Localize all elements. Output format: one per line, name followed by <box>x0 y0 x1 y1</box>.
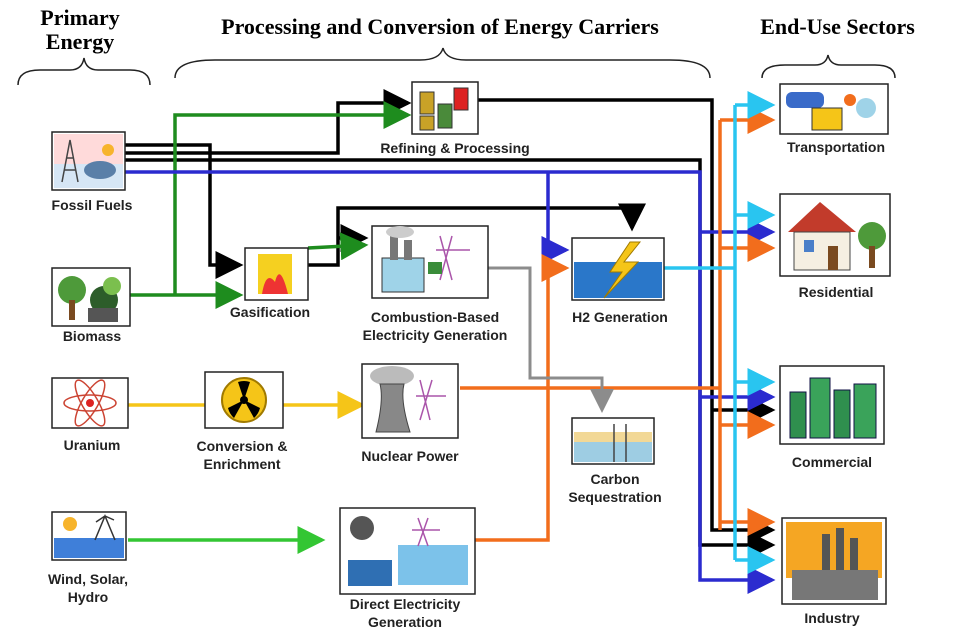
house-icon <box>779 193 891 277</box>
header-primary-energy: Primary Energy <box>40 5 120 54</box>
cooling-tower-icon <box>361 363 459 439</box>
node-commercial: Commercial <box>791 454 873 470</box>
node-conversion: Conversion & Enrichment <box>196 438 288 472</box>
node-gasification: Gasification <box>229 304 311 320</box>
gray-flows <box>488 266 614 413</box>
radiation-icon <box>204 371 284 429</box>
node-carbon-sequestration: Carbon Sequestration <box>568 471 662 505</box>
node-wind-solar-hydro: Wind, Solar, Hydro <box>48 571 128 605</box>
power-plant-icon <box>371 225 489 299</box>
node-industry: Industry <box>804 610 860 626</box>
vehicles-icon <box>779 83 889 135</box>
node-h2-generation: H2 Generation <box>572 309 668 325</box>
fire-icon <box>244 247 309 301</box>
orange-flows <box>460 106 776 542</box>
tree-icon <box>51 267 131 327</box>
brace-enduse <box>761 54 896 79</box>
cyan-flows <box>664 91 776 574</box>
node-refining: Refining & Processing <box>380 140 530 156</box>
solar-dam-icon <box>339 507 476 595</box>
node-biomass: Biomass <box>62 328 122 344</box>
underground-storage-icon <box>571 417 655 465</box>
brace-processing <box>174 47 711 79</box>
atom-icon <box>51 377 129 429</box>
factory-icon <box>781 517 887 605</box>
node-direct-electricity: Direct Electricity Generation <box>349 596 461 630</box>
header-processing: Processing and Conversion of Energy Carr… <box>221 14 659 39</box>
node-transportation: Transportation <box>786 139 885 155</box>
node-nuclear-power: Nuclear Power <box>361 448 459 464</box>
barrels-icon <box>411 81 479 135</box>
city-icon <box>779 365 885 445</box>
green-flows <box>130 101 412 309</box>
node-fossil-fuels: Fossil Fuels <box>51 197 133 213</box>
lightning-water-icon <box>571 237 665 301</box>
brace-primary <box>17 57 151 86</box>
node-residential: Residential <box>798 284 874 300</box>
node-combustion: Combustion-Based Electricity Generation <box>362 309 508 343</box>
oil-rig-icon <box>51 131 126 191</box>
sun-wind-icon <box>51 511 127 561</box>
node-uranium: Uranium <box>63 437 121 453</box>
header-end-use: End-Use Sectors <box>760 14 915 39</box>
